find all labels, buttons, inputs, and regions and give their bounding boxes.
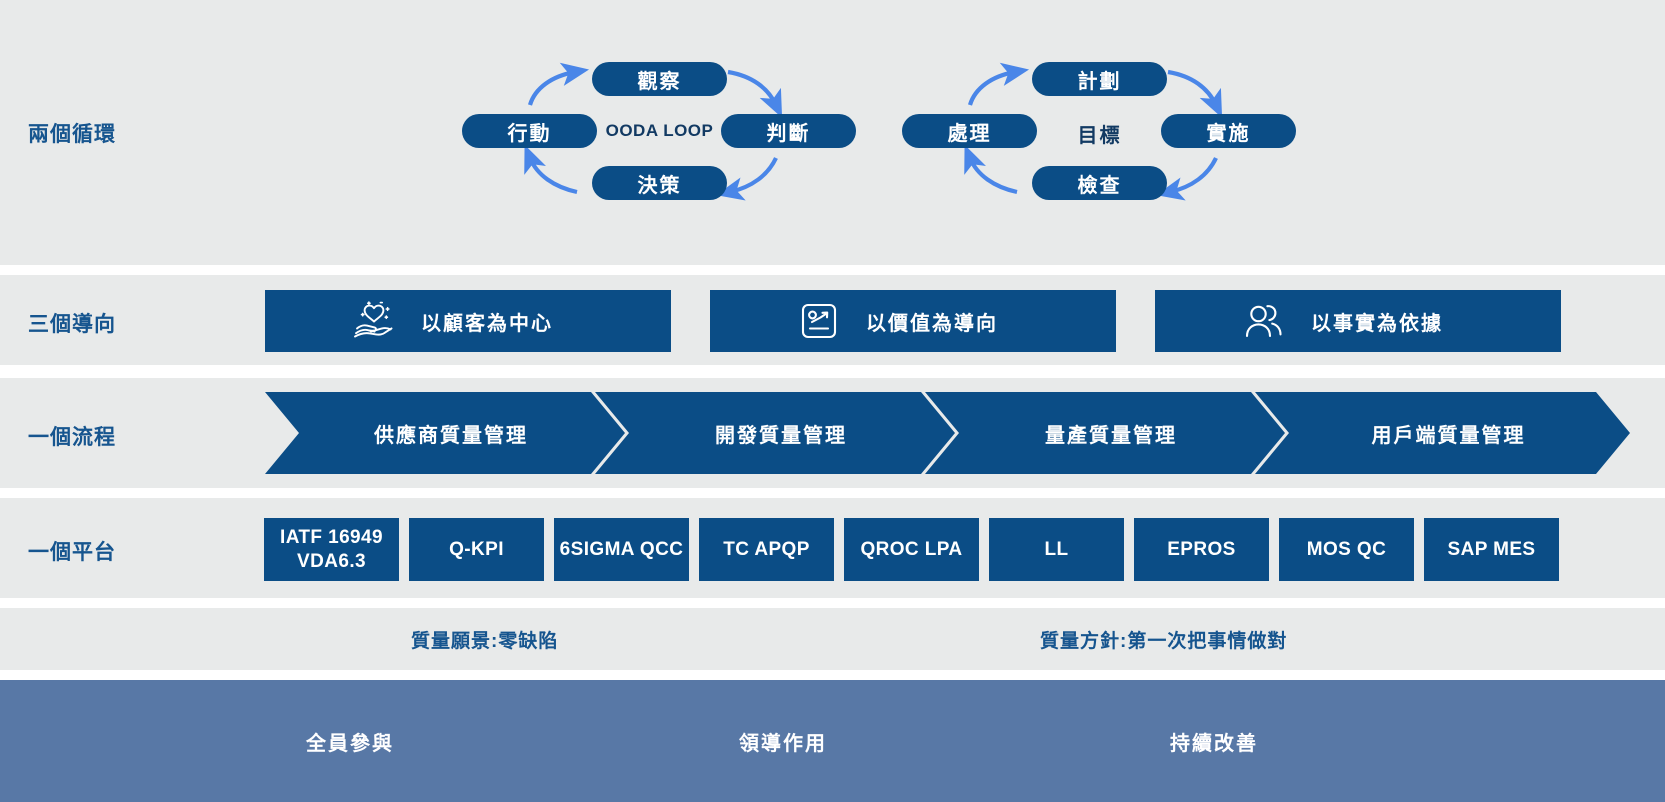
process-step-label: 供應商質量管理 [374,424,528,447]
statements-band: 質量願景:零缺陷 質量方針:第一次把事情做對 [0,608,1665,670]
ooda-center-label: OODA LOOP [605,121,714,140]
three-orientations-band: 三個導向 以顧客為中心 [0,275,1665,365]
one-platform-band: 一個平台 IATF 16949 VDA6.3 Q-KPI 6SIGMA QCC … [0,498,1665,598]
pdca-node-act[interactable]: 處理 [902,114,1037,148]
platform-tile-iatf[interactable]: IATF 16949 VDA6.3 [264,518,399,581]
pdca-node-check[interactable]: 檢查 [1032,166,1167,200]
footer-item-participation: 全員參與 [306,733,394,755]
ooda-loop-arrows [524,62,783,201]
platform-tile-line1: IATF 16949 [280,526,383,548]
hand-heart-icon [343,300,405,342]
orientation-label-value: 以價值為導向 [866,312,998,335]
row-label-one-process: 一個流程 [28,426,116,449]
people-icon [1233,301,1295,341]
process-step-mass-production[interactable]: 量產質量管理 [925,392,1285,474]
platform-tile-qroc-lpa[interactable]: QROC LPA [844,518,979,581]
row-label-one-platform: 一個平台 [28,541,116,564]
orientation-card-value[interactable]: 以價值為導向 [710,290,1116,352]
process-step-customer-end[interactable]: 用戶端質量管理 [1255,392,1630,474]
value-chart-icon [788,300,850,342]
process-step-label: 開發質量管理 [715,424,847,447]
pdca-center-label: 目標 [1077,125,1122,147]
process-step-label: 量產質量管理 [1045,424,1177,447]
one-process-band: 一個流程 供應商質量管理 開發質量管理 量產質量管理 用戶端質量管理 [0,378,1665,488]
platform-tile-line1: LL [1044,538,1069,560]
orientation-label-customer: 以顧客為中心 [421,312,553,335]
platform-tile-line1: Q-KPI [449,538,504,560]
ooda-node-decide[interactable]: 決策 [592,166,727,200]
two-cycles-band: 兩個循環 觀察 判斷 決策 行動 OOD [0,0,1665,265]
pdca-loop-group: 計劃 實施 檢查 處理 目標 [880,0,1330,265]
process-step-development[interactable]: 開發質量管理 [595,392,955,474]
platform-tile-line1: TC APQP [723,538,810,560]
pdca-node-plan[interactable]: 計劃 [1032,62,1167,96]
platform-tile-mos-qc[interactable]: MOS QC [1279,518,1414,581]
orientation-label-fact: 以事實為依據 [1311,312,1443,335]
orientation-card-customer[interactable]: 以顧客為中心 [265,290,671,352]
pdca-loop-arrows [964,62,1223,201]
platform-tile-line2: VDA6.3 [297,550,366,572]
ooda-node-orient[interactable]: 判斷 [721,114,856,148]
platform-tile-line1: 6SIGMA QCC [559,538,684,560]
platform-tile-epros[interactable]: EPROS [1134,518,1269,581]
quality-vision-statement: 質量願景:零缺陷 [411,631,559,652]
ooda-node-observe[interactable]: 觀察 [592,62,727,96]
platform-tile-sap-mes[interactable]: SAP MES [1424,518,1559,581]
platform-tile-line1: SAP MES [1447,538,1536,560]
process-step-label: 用戶端質量管理 [1371,424,1526,447]
platform-tile-line1: EPROS [1167,538,1236,560]
ooda-node-act[interactable]: 行動 [462,114,597,148]
platform-tile-ll[interactable]: LL [989,518,1124,581]
platform-tile-6sigma-qcc[interactable]: 6SIGMA QCC [554,518,689,581]
quality-policy-statement: 質量方針:第一次把事情做對 [1040,631,1288,652]
platform-tile-tc-apqp[interactable]: TC APQP [699,518,834,581]
footer-item-leadership: 領導作用 [739,733,827,755]
platform-tile-line1: MOS QC [1306,538,1387,560]
row-label-three-orientations: 三個導向 [28,313,116,336]
ooda-loop-group: 觀察 判斷 決策 行動 OODA LOOP [440,0,890,265]
orientation-card-fact[interactable]: 以事實為依據 [1155,290,1561,352]
platform-tile-qkpi[interactable]: Q-KPI [409,518,544,581]
pdca-node-do[interactable]: 實施 [1161,114,1296,148]
footer-item-improvement: 持續改善 [1170,733,1258,755]
platform-tile-line1: QROC LPA [860,538,963,560]
row-label-two-cycles: 兩個循環 [28,123,116,146]
process-step-supplier[interactable]: 供應商質量管理 [265,392,625,474]
footer-band: 全員參與 領導作用 持續改善 [0,680,1665,802]
